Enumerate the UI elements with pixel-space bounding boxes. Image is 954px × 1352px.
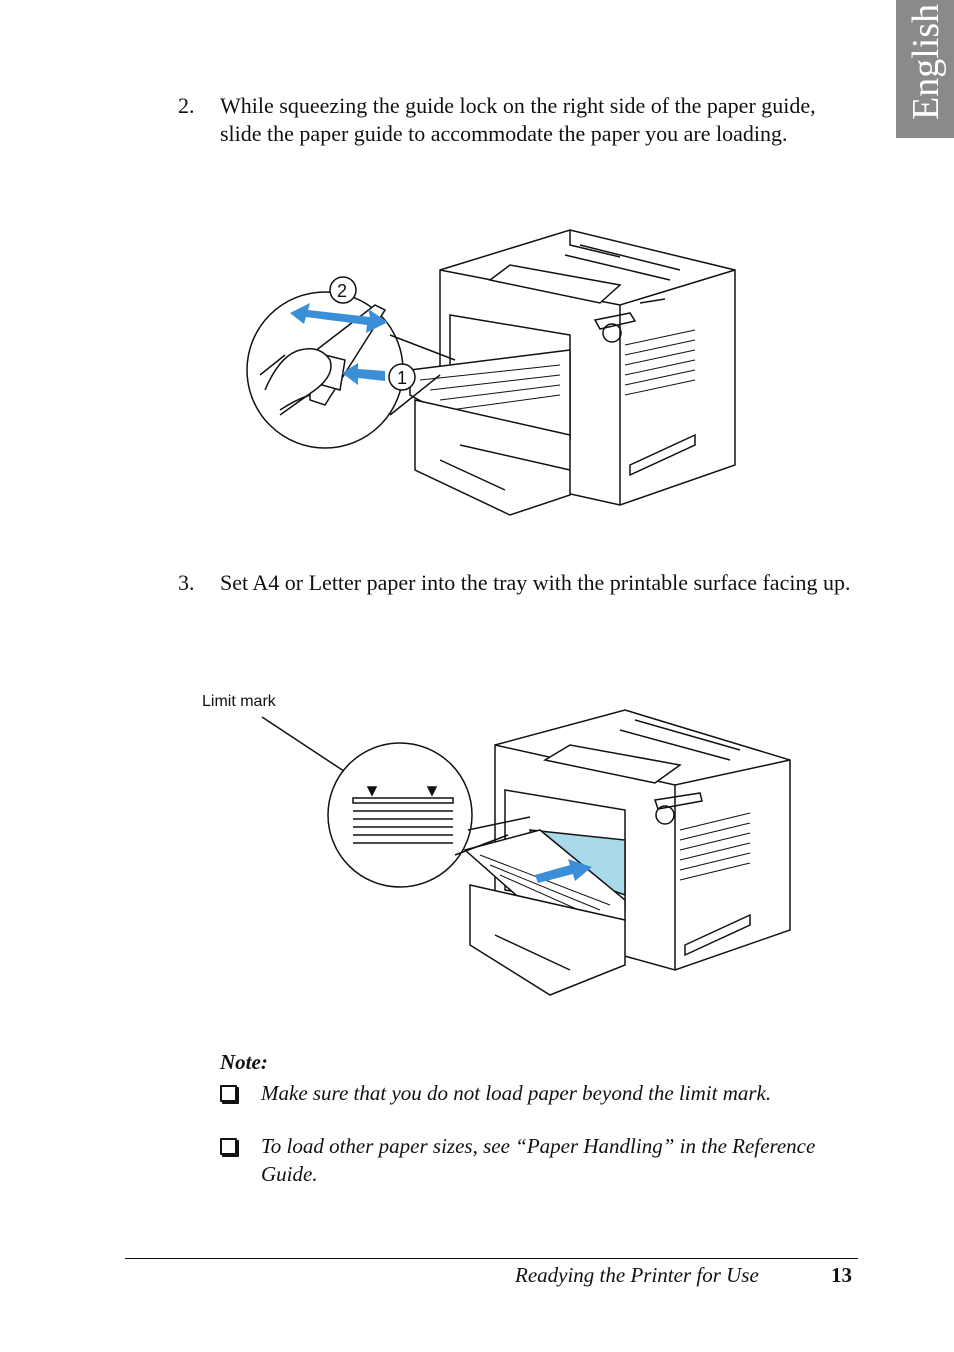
- page-number: 13: [831, 1263, 852, 1287]
- step-text: While squeezing the guide lock on the ri…: [220, 93, 816, 146]
- note-title: Note:: [220, 1050, 268, 1074]
- note-item-text: To load other paper sizes, see “Paper Ha…: [261, 1134, 816, 1186]
- limit-mark-label: Limit mark: [202, 693, 276, 710]
- printer-illustration: [409, 229, 736, 516]
- insert-arrow: [535, 859, 592, 883]
- slide-arrow: [290, 303, 388, 333]
- magnified-limit-mark: [327, 742, 531, 888]
- note-item-text: Make sure that you do not load paper bey…: [261, 1081, 772, 1105]
- figure-slide-paper-guide: 2 1: [240, 225, 740, 520]
- checkbox-bullet-icon: [220, 1085, 237, 1102]
- figure-load-paper: [240, 705, 800, 1005]
- footer-rule: [125, 1258, 858, 1259]
- language-tab: English: [896, 0, 954, 138]
- footer-section-title: Readying the Printer for Use: [515, 1263, 759, 1287]
- callout-1-label: 1: [397, 368, 407, 388]
- squeeze-arrow: [342, 363, 385, 385]
- callout-2-label: 2: [337, 281, 347, 301]
- printer-illustration: [463, 709, 791, 996]
- step-text: Set A4 or Letter paper into the tray wit…: [220, 570, 851, 595]
- step-number: 2.: [178, 93, 195, 118]
- callout-1-circle: [388, 363, 416, 391]
- step-number: 3.: [178, 570, 195, 595]
- callout-2-circle: [329, 276, 357, 304]
- language-tab-label: English: [905, 3, 947, 120]
- checkbox-bullet-icon: [220, 1138, 237, 1155]
